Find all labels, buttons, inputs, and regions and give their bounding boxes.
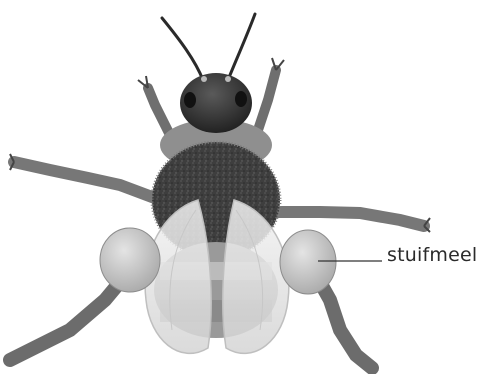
hind-leg-right <box>316 275 372 368</box>
front-leg-left <box>138 76 170 135</box>
pollen-load-right <box>280 230 336 294</box>
antenna-left <box>162 18 203 80</box>
pollen-load-left <box>100 228 160 292</box>
middle-leg-right <box>272 212 430 232</box>
front-leg-right <box>258 58 284 130</box>
callout-label-pollen: stuifmeel <box>387 246 477 265</box>
wing-right <box>223 200 289 353</box>
antenna-right <box>228 14 255 80</box>
middle-leg-left <box>10 154 160 200</box>
head <box>180 73 252 133</box>
